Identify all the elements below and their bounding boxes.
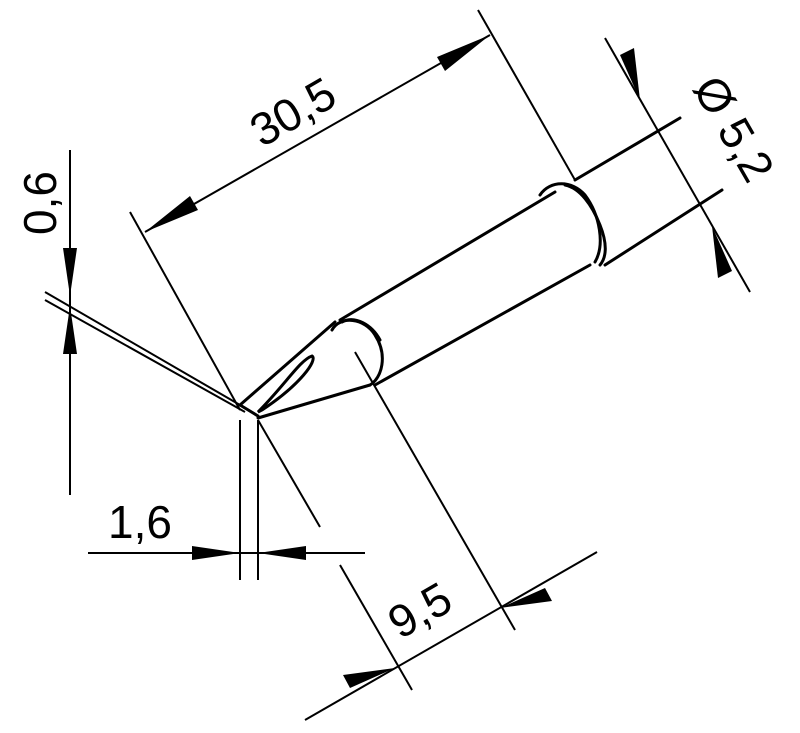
dimension-thickness: 0,6 xyxy=(14,150,246,495)
dimension-diameter: Ø 5,2 xyxy=(604,37,785,293)
dimension-width: 1,6 xyxy=(88,420,365,580)
dimension-cone-length: 9,5 xyxy=(257,351,598,721)
width-label: 1,6 xyxy=(108,496,172,548)
thickness-label: 0,6 xyxy=(14,171,66,235)
length-label: 30,5 xyxy=(241,67,345,157)
tip-outline xyxy=(238,116,724,420)
dimension-length: 30,5 xyxy=(129,9,576,411)
diameter-label: Ø 5,2 xyxy=(683,67,784,190)
